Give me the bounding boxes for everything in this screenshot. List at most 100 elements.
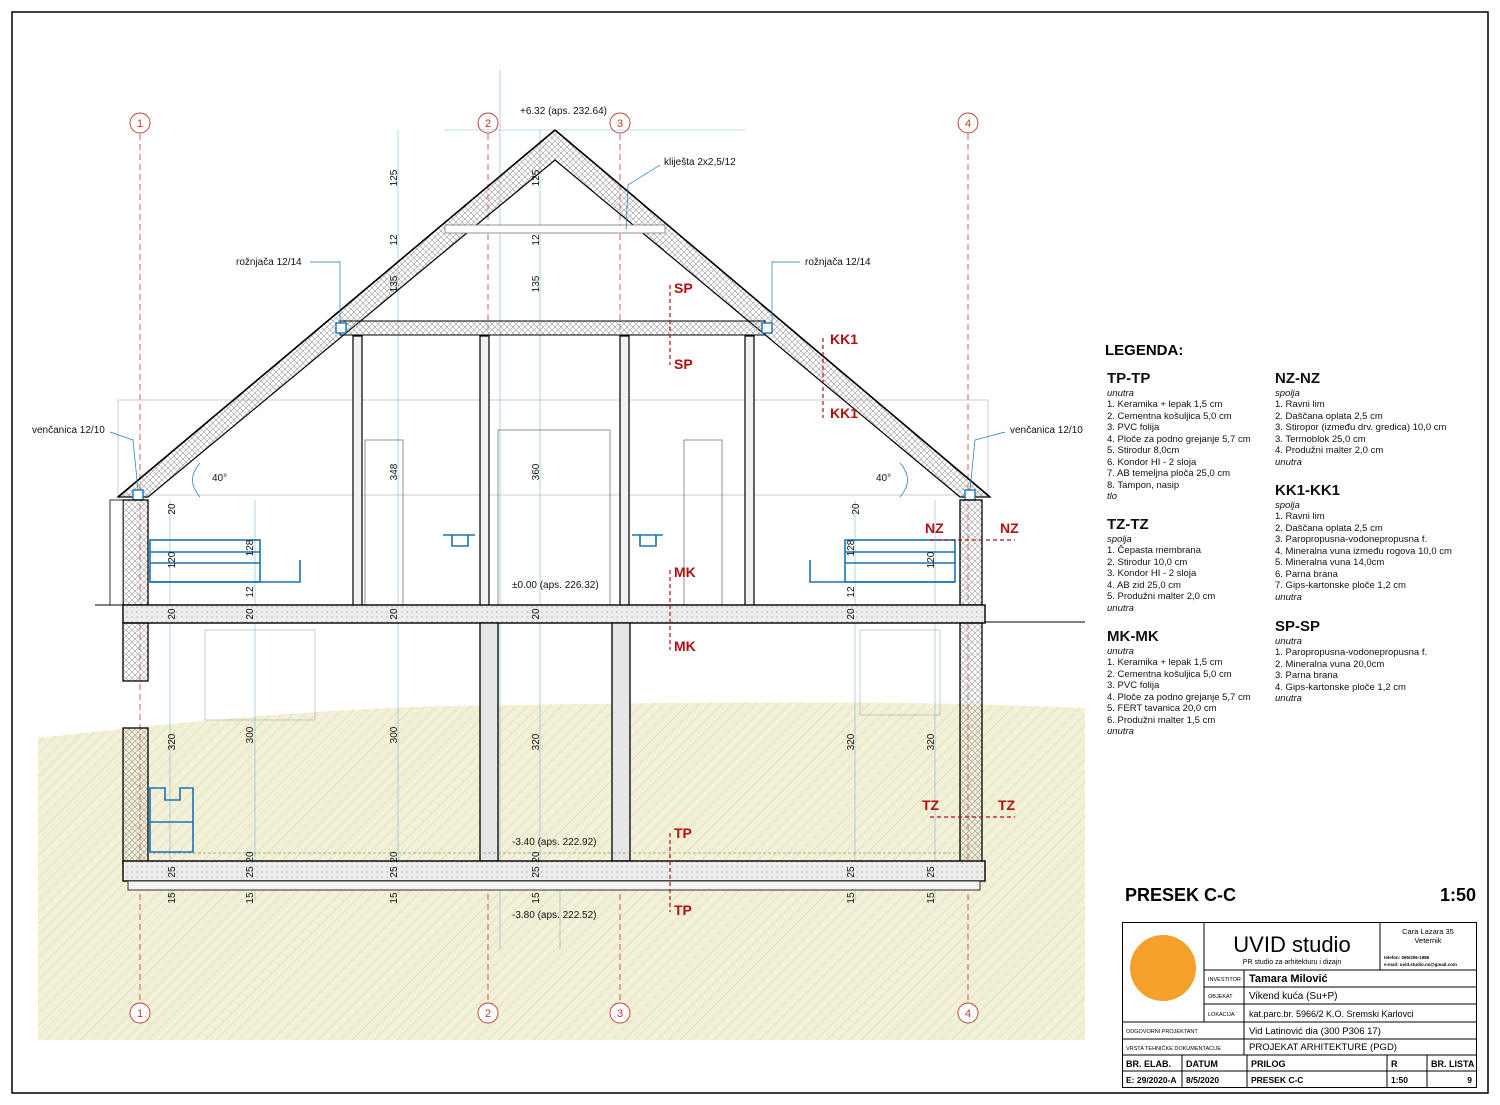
note-roznjaca-right: rožnjača 12/14 xyxy=(805,257,871,268)
axis-bubble-1-bottom xyxy=(129,1002,151,1024)
section-mark-nz-right: NZ xyxy=(1000,520,1019,536)
dim-25-e: 25 xyxy=(846,866,857,878)
legend-item: 5. FERT tavanica 20,0 cm xyxy=(1107,703,1217,714)
datum-value: 8/5/2020 xyxy=(1186,1075,1219,1085)
dim-128-a: 128 xyxy=(245,539,256,556)
legend-item: 3. Paropropusna-vodonepropusna f. xyxy=(1275,534,1428,545)
axis-label-2-top: 2 xyxy=(485,118,491,130)
section-mark-sp-top: SP xyxy=(674,280,693,296)
axis-bubble-3-top xyxy=(609,112,631,134)
section-mark-nz-left: NZ xyxy=(925,520,944,536)
legend-group-name: TZ-TZ xyxy=(1107,516,1149,533)
section-mark-mk-top: MK xyxy=(674,564,696,580)
dim-25-b: 25 xyxy=(245,866,256,878)
dim-320-c: 320 xyxy=(846,733,857,750)
legend-group-name: MK-MK xyxy=(1107,628,1159,645)
studio-name: UVID studio xyxy=(1233,932,1350,957)
dim-15-b: 15 xyxy=(245,892,256,904)
note-angle-left: 40° xyxy=(212,473,227,484)
legend-item: 4. Ploče za podno grejanje 5,7 cm xyxy=(1107,691,1251,703)
legend-side-label: unutra xyxy=(1107,602,1134,614)
legend-group-name: SP-SP xyxy=(1275,618,1321,635)
axis-label-1-bottom: 1 xyxy=(137,1008,143,1020)
email: e-mail: uvid.studio.ns@gmail.com xyxy=(1384,962,1457,967)
section-mark-mk-bottom: MK xyxy=(674,638,696,654)
legend-item: 3. Kondor HI - 2 sloja xyxy=(1107,568,1197,579)
axis-bubble-2-top xyxy=(477,112,499,134)
address-line-2: Veternik xyxy=(1414,936,1441,945)
dim-25-f: 25 xyxy=(926,866,937,878)
dim-20-j: 20 xyxy=(531,851,542,863)
legend-item: 2. Cementna košuljica 5,0 cm xyxy=(1107,410,1232,422)
legend-group-name: NZ-NZ xyxy=(1275,370,1320,387)
legend-group-name: KK1-KK1 xyxy=(1275,482,1341,499)
legend-item: 3. PVC folija xyxy=(1107,422,1160,433)
dim-25-a: 25 xyxy=(167,866,178,878)
legend-item: 2. Mineralna vuna 20,0cm xyxy=(1275,658,1385,670)
dim-15-e: 15 xyxy=(846,892,857,904)
studio-logo xyxy=(1130,935,1196,1001)
brlista-header: BR. LISTA xyxy=(1431,1059,1475,1069)
dim-128-b: 128 xyxy=(846,539,857,556)
legend-item: 2. Cementna košuljica 5,0 cm xyxy=(1107,668,1232,680)
dim-135-mid: 135 xyxy=(531,275,542,292)
objekat-value: Vikend kuća (Su+P) xyxy=(1249,991,1337,1002)
section-mark-tp-top: TP xyxy=(674,825,692,841)
dim-20-a: 20 xyxy=(167,503,178,515)
floor-slab xyxy=(122,604,986,624)
legend-item: 5. Stirodur 8,0cm xyxy=(1107,445,1180,456)
section-mark-tz-right: TZ xyxy=(998,797,1016,813)
level-top: +6.32 (aps. 232.64) xyxy=(520,106,607,117)
dim-320-b: 320 xyxy=(531,733,542,750)
dim-20-i: 20 xyxy=(389,851,400,863)
section-mark-tz-left: TZ xyxy=(922,797,940,813)
axis-bubble-1-top xyxy=(129,112,151,134)
dim-20-c: 20 xyxy=(167,608,178,620)
level-zero: ±0.00 (aps. 226.32) xyxy=(512,580,599,591)
axis-bubble-3-bottom xyxy=(609,1002,631,1024)
note-roznjaca-left: rožnjača 12/14 xyxy=(236,257,302,268)
legend-item: 2. Daščana oplata 2,5 cm xyxy=(1275,410,1383,422)
legend-item: 4. Mineralna vuna između rogova 10,0 cm xyxy=(1275,545,1452,557)
legend-item: 3. Parna brana xyxy=(1275,670,1338,681)
axis-label-3-top: 3 xyxy=(617,118,623,130)
dim-20-h: 20 xyxy=(245,851,256,863)
dim-300-b: 300 xyxy=(389,726,400,743)
axis-label-2-bottom: 2 xyxy=(485,1008,491,1020)
axis-bubble-4-bottom xyxy=(957,1002,979,1024)
dim-125-left: 125 xyxy=(389,169,400,186)
brlista-value: 9 xyxy=(1467,1075,1472,1085)
legend-side-label: unutra xyxy=(1107,726,1134,737)
dim-12-c: 12 xyxy=(245,586,256,598)
dim-25-c: 25 xyxy=(389,866,400,878)
legend-item: 6. Parna brana xyxy=(1275,568,1338,580)
dim-120-a: 120 xyxy=(167,551,178,568)
sheet-title: PRESEK C-C xyxy=(1125,885,1236,905)
brelab-value: E: 29/2020-A xyxy=(1126,1075,1177,1085)
dim-12-d: 12 xyxy=(846,586,857,598)
legend-group-nz: NZ-NZ spolja 1. Ravni lim 2. Daščana opl… xyxy=(1275,370,1480,468)
address-line-1: Cara Lazara 35 xyxy=(1402,927,1454,936)
axis-bubble-2-bottom xyxy=(477,1002,499,1024)
legend-item: 4. Produžni malter 2,0 cm xyxy=(1275,445,1384,456)
lokacija-value: kat.parc.br. 5966/2 K.O. Sremski Karlovc… xyxy=(1249,1009,1414,1019)
legend-item: 4. Gips-kartonske ploče 1,2 cm xyxy=(1275,681,1406,693)
investitor-label: INVESTITOR xyxy=(1208,977,1241,983)
level-m380: -3.80 (aps. 222.52) xyxy=(512,910,597,921)
dim-15-d: 15 xyxy=(531,892,542,904)
legend-side-label: spolja xyxy=(1107,534,1132,545)
collar-tie xyxy=(444,224,666,234)
brelab-header: BR. ELAB. xyxy=(1126,1059,1171,1069)
dim-25-d: 25 xyxy=(531,866,542,878)
legend-group-name: TP-TP xyxy=(1107,370,1151,387)
legend-item: 5. Mineralna vuna 14,0cm xyxy=(1275,557,1385,568)
legend-item: 1. Keramika + lepak 1,5 cm xyxy=(1107,399,1223,410)
section-mark-tp-bottom: TP xyxy=(674,902,692,918)
phone: telefon: 065/206-1986 xyxy=(1384,955,1430,960)
legend-item: 8. Tampon, nasip xyxy=(1107,479,1180,491)
dim-12-mid: 12 xyxy=(531,234,542,246)
legend-group-kk1: KK1-KK1 spolja 1. Ravni lim 2. Daščana o… xyxy=(1275,482,1480,603)
vrsta-value: PROJEKAT ARHITEKTURE (PGD) xyxy=(1249,1042,1397,1053)
dim-20-b: 20 xyxy=(851,503,862,515)
